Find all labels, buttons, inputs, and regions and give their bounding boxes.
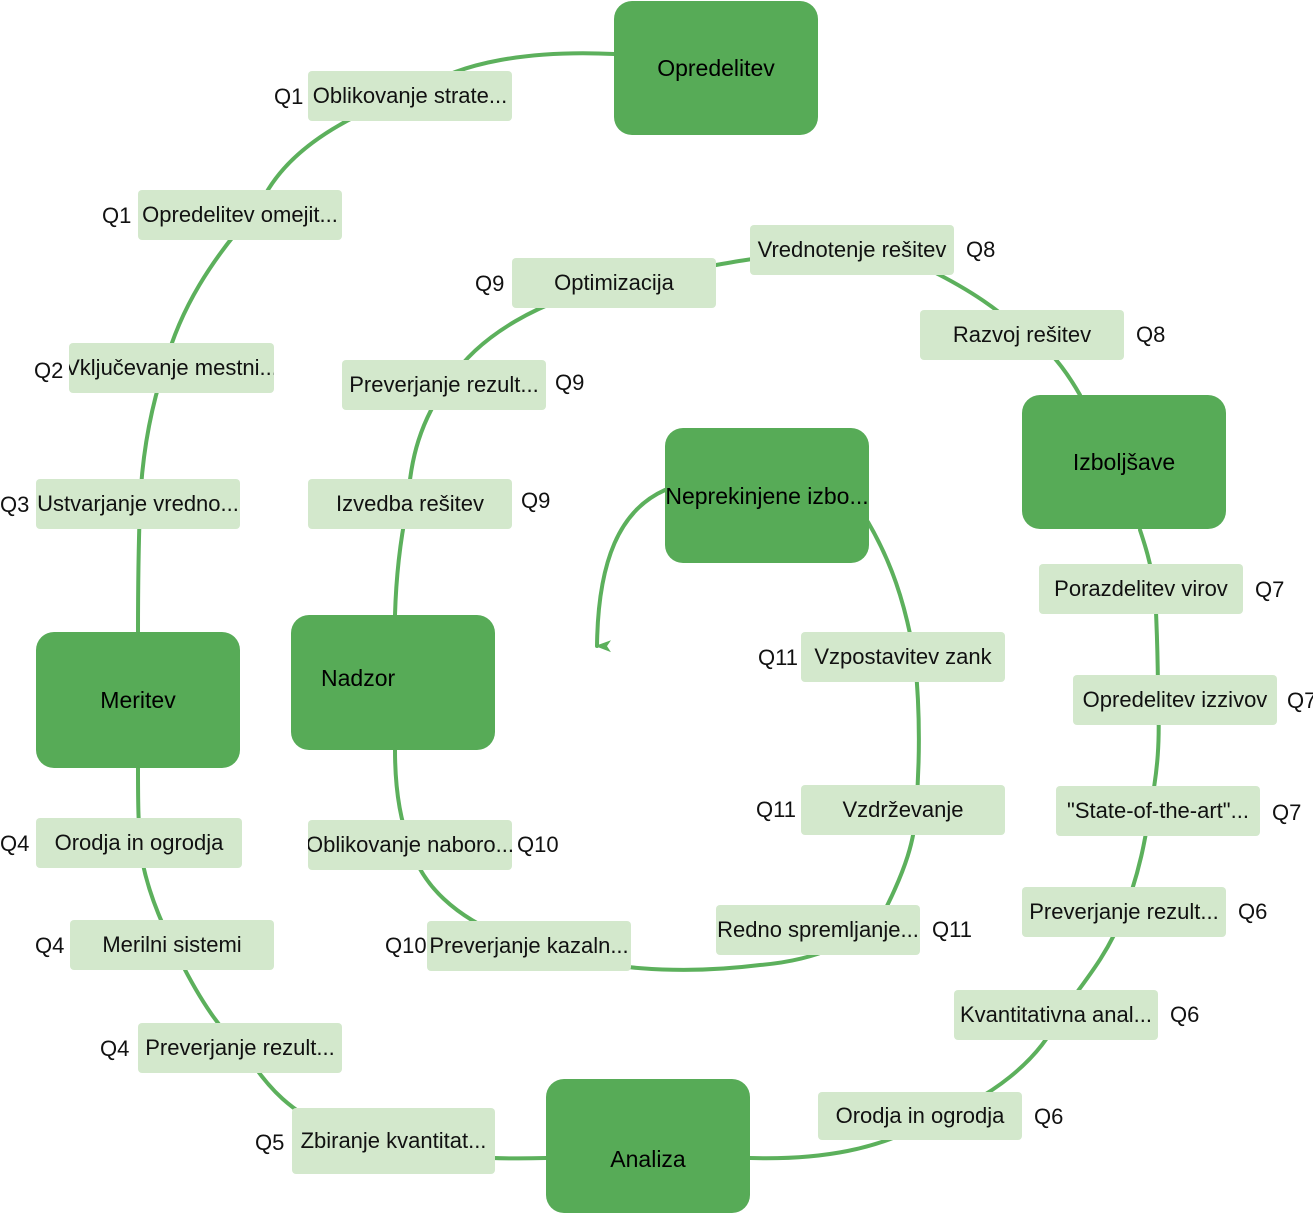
- activity-box: Oblikovanje naboro...: [308, 820, 512, 870]
- activity-label: Vključevanje mestni...: [69, 355, 274, 380]
- activity-box: Merilni sistemi: [70, 920, 274, 970]
- activity-label: Oblikovanje strate...: [312, 83, 508, 108]
- activity-label: Izvedba rešitev: [336, 491, 484, 516]
- activity-box: Vrednotenje rešitev: [750, 225, 954, 275]
- activity-box: Orodja in ogrodja: [818, 1092, 1022, 1140]
- phase-izboljsave: Izboljšave: [1022, 395, 1226, 529]
- activity-label: "State-of-the-art"...: [1067, 798, 1249, 823]
- activity-label: Vzdrževanje: [842, 797, 964, 822]
- question-tag: Q3: [0, 492, 30, 517]
- phase-nadzor: Nadzor: [291, 615, 495, 750]
- activity-box: Preverjanje rezult...: [138, 1023, 342, 1073]
- activity-box: Preverjanje rezult...: [1022, 887, 1226, 937]
- activity-label: Merilni sistemi: [102, 932, 242, 957]
- question-tag: Q6: [1238, 899, 1268, 924]
- question-tag: Q4: [0, 831, 30, 856]
- activity-box: Vključevanje mestni...: [69, 343, 274, 393]
- activity-box: Ustvarjanje vredno...: [36, 479, 240, 529]
- question-tag: Q5: [255, 1130, 285, 1155]
- activity-label: Redno spremljanje...: [717, 917, 919, 942]
- activity-box: Razvoj rešitev: [920, 310, 1124, 360]
- question-tag: Q6: [1034, 1104, 1064, 1129]
- phase-label: Opredelitev: [657, 54, 775, 81]
- question-tag: Q4: [100, 1036, 130, 1061]
- phase-label: Analiza: [610, 1146, 686, 1172]
- activity-box: Optimizacija: [512, 258, 716, 308]
- phase-analiza: Analiza: [546, 1079, 750, 1213]
- question-tag: Q1: [274, 84, 304, 109]
- question-tag: Q4: [35, 933, 65, 958]
- activity-box: Kvantitativna anal...: [954, 990, 1158, 1040]
- question-tag: Q7: [1287, 688, 1313, 713]
- activity-label: Razvoj rešitev: [952, 322, 1092, 347]
- activity-label: Opredelitev izzivov: [1082, 687, 1268, 712]
- phase-label: Meritev: [100, 686, 176, 713]
- activity-label: Optimizacija: [554, 270, 674, 295]
- activity-box: Opredelitev izzivov: [1073, 675, 1277, 725]
- question-tag: Q1: [102, 203, 132, 228]
- activity-box: Vzdrževanje: [801, 785, 1005, 835]
- question-tag: Q9: [475, 271, 505, 296]
- activity-box: Porazdelitev virov: [1039, 564, 1243, 614]
- phase-label: Neprekinjene izbo...: [665, 483, 869, 509]
- activity-label: Orodja in ogrodja: [835, 1103, 1005, 1128]
- activity-label: Porazdelitev virov: [1054, 576, 1228, 601]
- question-tag: Q11: [758, 645, 798, 670]
- activity-box: Preverjanje kazaln...: [427, 921, 631, 971]
- phase-opredelitev: Opredelitev: [614, 1, 818, 135]
- activity-box: Orodja in ogrodja: [36, 818, 242, 868]
- loop-arrow: [595, 488, 667, 653]
- question-tag: Q10: [385, 933, 427, 958]
- outer-path-bottom-right: [748, 528, 1161, 1161]
- activity-box: Zbiranje kvantitat...: [292, 1108, 495, 1174]
- activity-label: Preverjanje rezult...: [145, 1035, 335, 1060]
- activity-label: Preverjanje rezult...: [1029, 899, 1219, 924]
- activity-label: Vzpostavitev zank: [814, 644, 992, 669]
- activity-label: Opredelitev omejit...: [142, 202, 338, 227]
- phase-neprekinjene-izboljsave: Neprekinjene izbo...: [665, 428, 869, 563]
- activity-box: Opredelitev omejit...: [138, 190, 342, 240]
- question-tag: Q11: [756, 797, 796, 822]
- activity-box: "State-of-the-art"...: [1056, 786, 1260, 836]
- phase-label: Nadzor: [321, 665, 396, 691]
- question-tag: Q2: [34, 358, 64, 383]
- question-tag: Q7: [1255, 577, 1285, 602]
- question-tag: Q6: [1170, 1002, 1200, 1027]
- activity-box: Oblikovanje strate...: [308, 71, 512, 121]
- activity-label: Orodja in ogrodja: [54, 830, 224, 855]
- question-tag: Q10: [517, 832, 559, 857]
- question-tag: Q11: [932, 917, 972, 942]
- activity-label: Oblikovanje naboro...: [308, 832, 512, 857]
- activity-box: Preverjanje rezult...: [342, 360, 546, 410]
- question-tag: Q7: [1272, 800, 1302, 825]
- question-tag: Q9: [555, 370, 585, 395]
- activity-label: Kvantitativna anal...: [959, 1002, 1152, 1027]
- question-tag: Q8: [1136, 322, 1166, 347]
- activity-box: Izvedba rešitev: [308, 479, 512, 529]
- activity-box: Redno spremljanje...: [716, 905, 920, 955]
- question-tag: Q9: [521, 488, 551, 513]
- phase-meritev: Meritev: [36, 632, 240, 768]
- activity-label: Ustvarjanje vredno...: [37, 491, 239, 516]
- activity-label: Preverjanje kazaln...: [429, 933, 629, 958]
- phase-label: Izboljšave: [1072, 448, 1176, 475]
- activity-box: Vzpostavitev zank: [801, 632, 1005, 682]
- activity-label: Preverjanje rezult...: [349, 372, 539, 397]
- activity-label: Vrednotenje rešitev: [757, 237, 947, 262]
- question-tag: Q8: [966, 237, 996, 262]
- activity-label: Zbiranje kvantitat...: [300, 1128, 487, 1153]
